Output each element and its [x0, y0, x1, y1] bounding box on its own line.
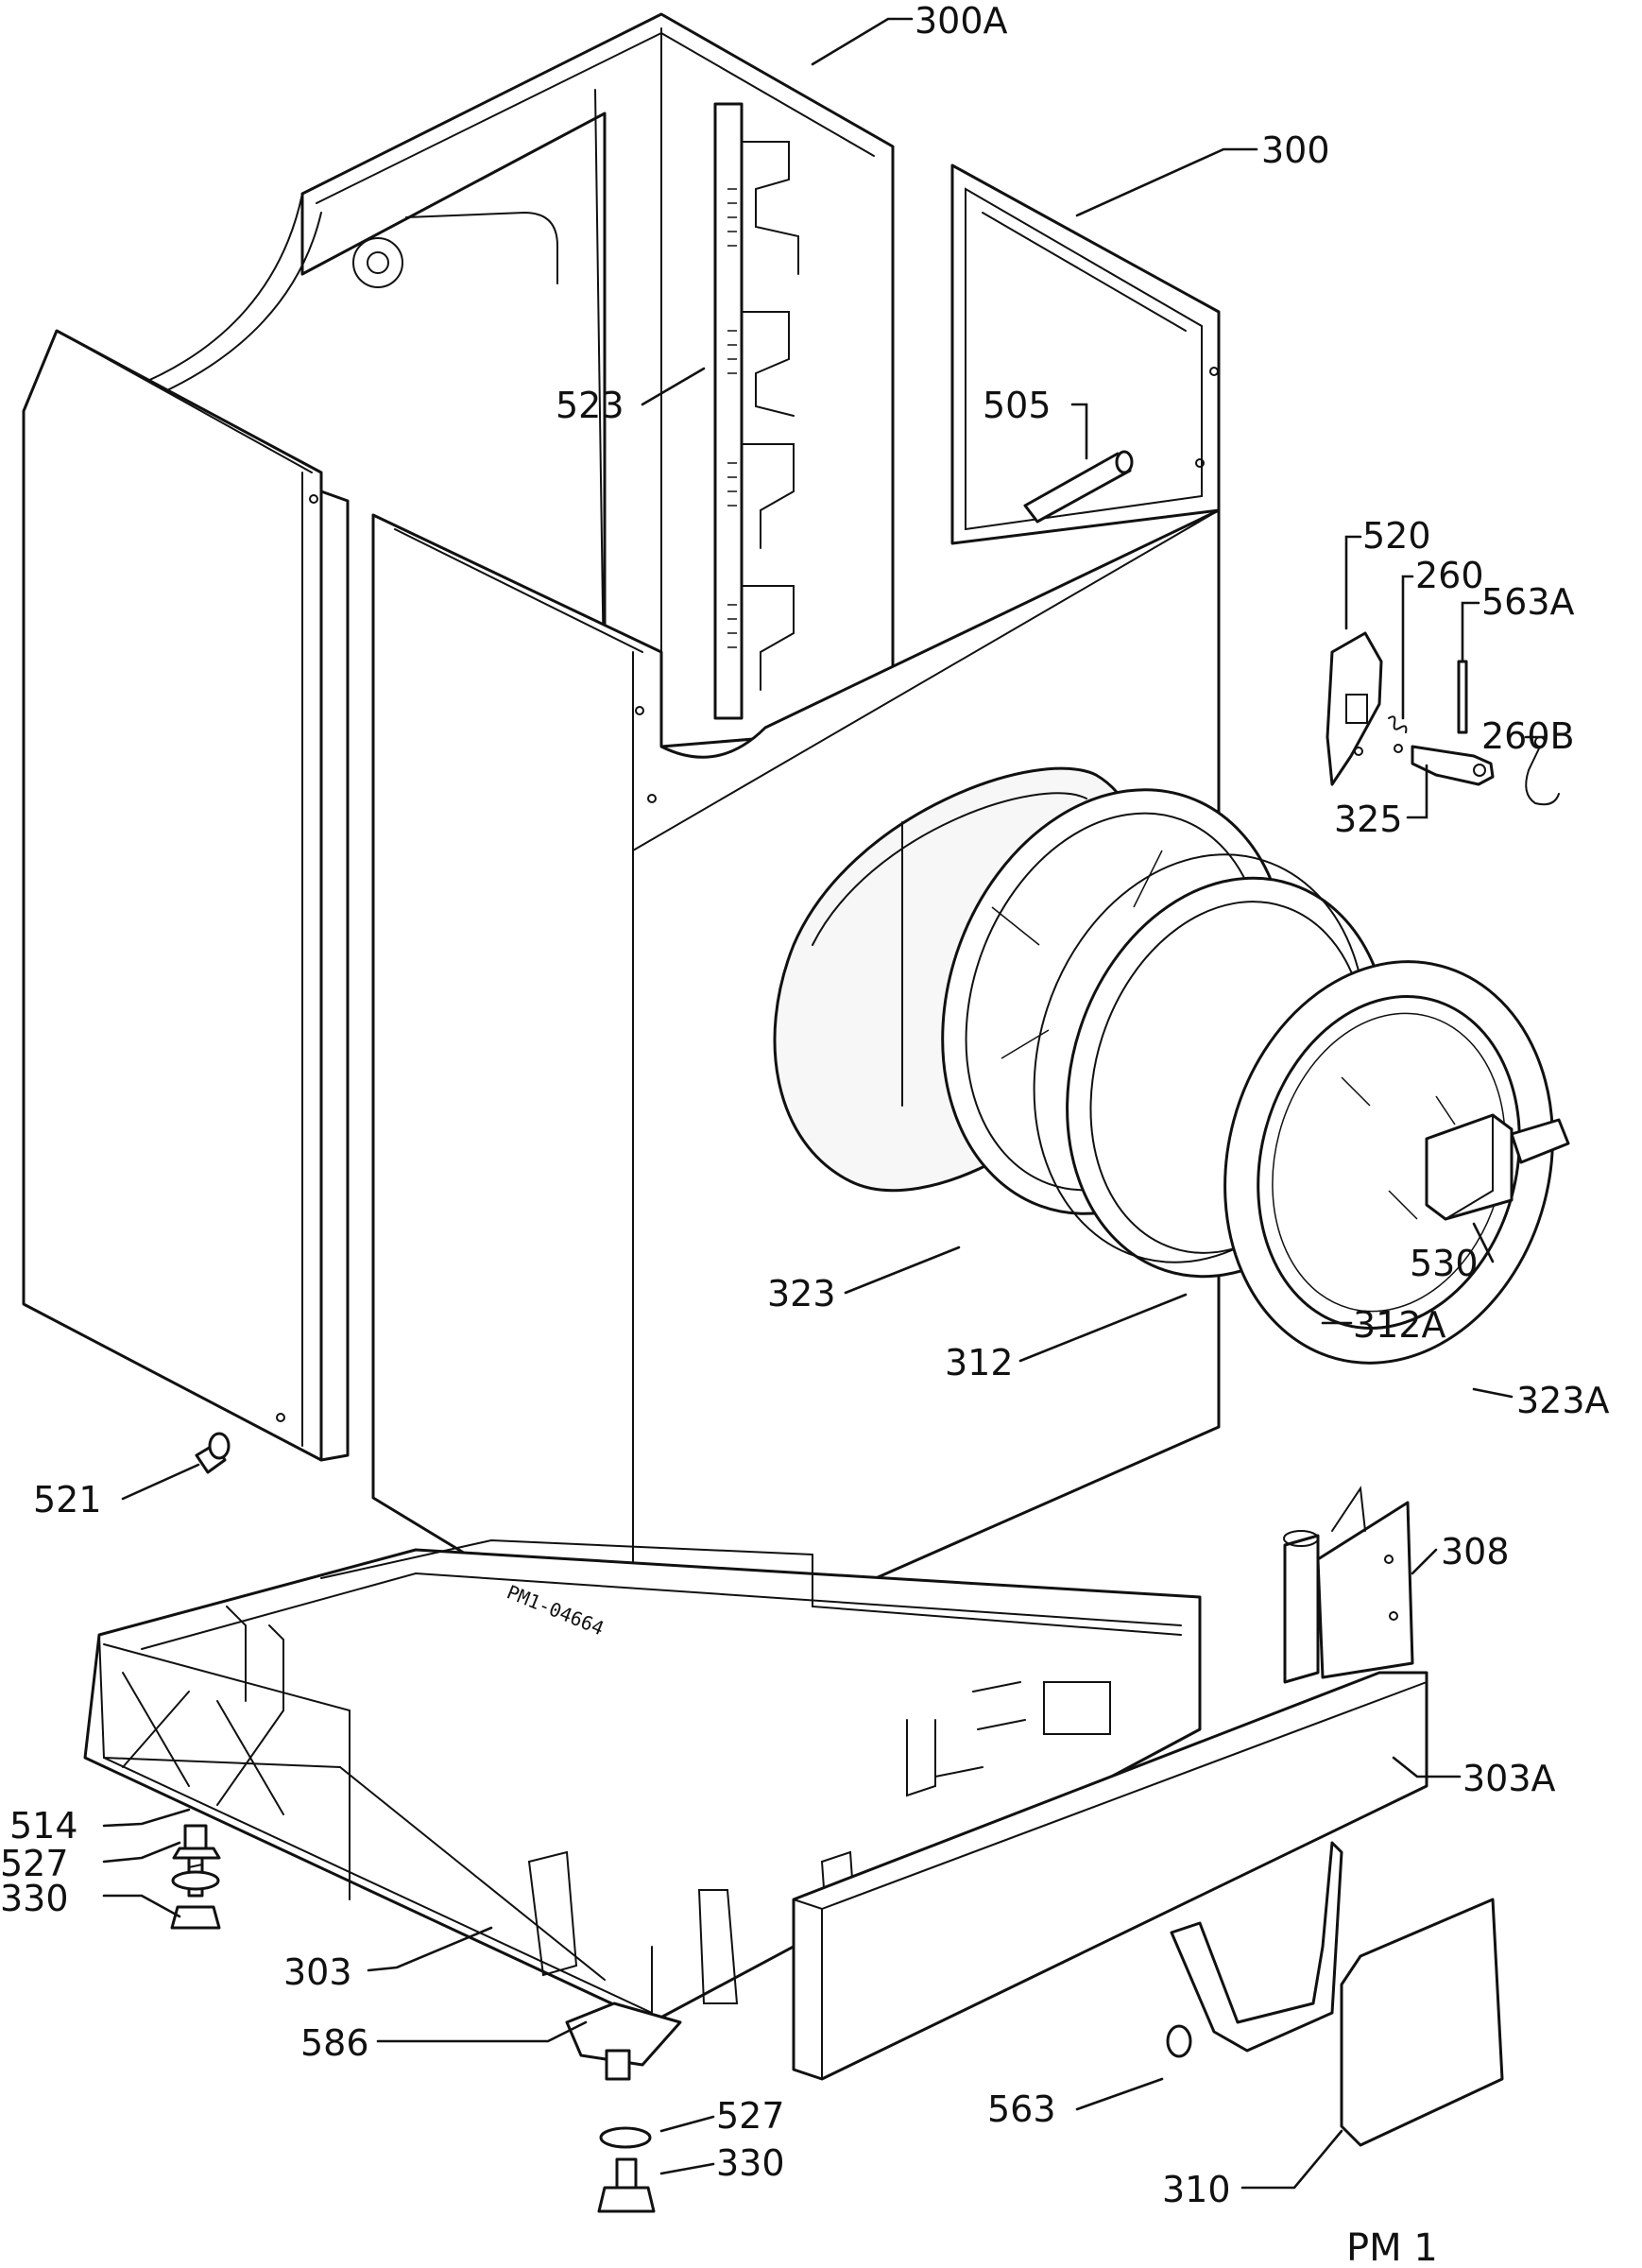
inner-rail-523 — [713, 102, 799, 720]
label-300A: 300A — [915, 0, 1008, 42]
label-521: 521 — [33, 1479, 102, 1521]
label-586: 586 — [300, 2022, 369, 2064]
plinth-303A — [792, 1671, 1428, 2081]
label-300: 300 — [1261, 129, 1330, 171]
corner-586 — [565, 2002, 682, 2081]
lever-325 — [1411, 745, 1495, 786]
washer-left-527 — [171, 1870, 220, 1891]
washer-right-527 — [599, 2126, 652, 2149]
door-lock-520 — [1326, 631, 1383, 786]
label-303: 303 — [283, 1951, 352, 1993]
pin-563A — [1457, 660, 1468, 734]
door-323A — [1223, 960, 1554, 1365]
label-260: 260 — [1415, 555, 1484, 596]
screw-521 — [195, 1432, 231, 1474]
cover-310 — [1340, 1898, 1504, 2147]
foot-right-330 — [597, 2157, 656, 2213]
door-hinge-530 — [1425, 1113, 1570, 1221]
label-520: 520 — [1362, 515, 1431, 557]
part-labels: 300A 300 523 505 520 260 563A 260B 325 3… — [0, 0, 1610, 2210]
label-514: 514 — [9, 1805, 78, 1847]
label-523: 523 — [556, 385, 624, 426]
label-308: 308 — [1441, 1531, 1510, 1572]
left-side-panel — [22, 329, 350, 1462]
pipe-505 — [1023, 450, 1134, 524]
hatch-frame-563 — [1166, 1841, 1343, 2058]
label-312: 312 — [945, 1342, 1014, 1383]
label-312A: 312A — [1353, 1304, 1446, 1346]
label-563: 563 — [987, 2088, 1056, 2130]
base-frame-303 — [83, 1538, 1202, 2024]
label-527-right: 527 — [716, 2095, 785, 2137]
label-530: 530 — [1410, 1243, 1479, 1284]
label-323: 323 — [767, 1273, 836, 1314]
bracket-308 — [1283, 1486, 1414, 1684]
label-310: 310 — [1162, 2169, 1231, 2210]
foot-left-330 — [170, 1905, 221, 1930]
label-505: 505 — [983, 385, 1052, 426]
label-260B: 260B — [1481, 715, 1575, 757]
label-323A: 323A — [1516, 1380, 1610, 1421]
spring-260 — [1388, 715, 1408, 753]
label-330-left: 330 — [0, 1878, 69, 1919]
label-527-left: 527 — [0, 1843, 69, 1884]
label-303A: 303A — [1462, 1758, 1556, 1799]
label-325: 325 — [1334, 799, 1403, 840]
label-330-right: 330 — [716, 2142, 785, 2184]
page-code: PM 1 — [1346, 2226, 1438, 2268]
label-563A: 563A — [1481, 581, 1575, 623]
leader-lines — [102, 17, 1547, 2190]
